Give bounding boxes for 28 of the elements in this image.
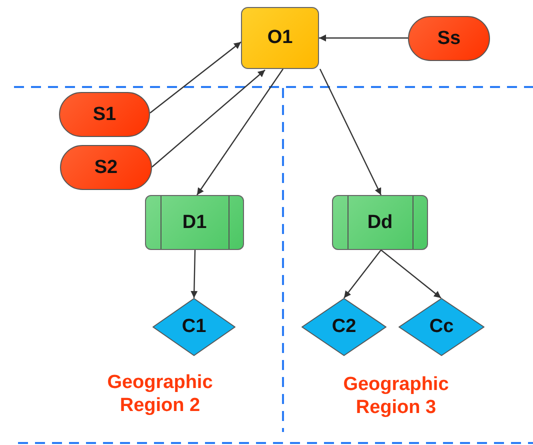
process-box <box>241 7 319 69</box>
arrow <box>319 34 408 42</box>
node-label: C1 <box>182 316 206 338</box>
terminal-pill <box>408 16 490 61</box>
terminal-pill <box>59 92 150 137</box>
node-label: O1 <box>267 27 293 49</box>
decision-diamond <box>301 298 387 356</box>
terminal-pill <box>60 145 152 190</box>
arrow <box>344 250 382 298</box>
node-label: S2 <box>94 156 118 178</box>
node-label: Cc <box>429 316 454 338</box>
region-label: Geographic Region 2 <box>106 372 214 418</box>
decision-diamond <box>398 298 485 356</box>
arrow <box>190 250 198 298</box>
arrow <box>150 42 242 114</box>
arrow <box>319 68 382 196</box>
arrow <box>380 250 442 298</box>
node-label: D1 <box>182 212 207 234</box>
node-label: Ss <box>437 28 461 50</box>
node-label: C2 <box>332 316 356 338</box>
node-label: Dd <box>367 212 393 234</box>
arrow <box>196 68 284 196</box>
node-label: S1 <box>92 104 116 126</box>
region-label: Geographic Region 3 <box>342 374 450 420</box>
predefined-process-box <box>145 195 244 250</box>
arrow <box>152 70 266 168</box>
predefined-process-box <box>332 195 428 250</box>
decision-diamond <box>152 298 236 356</box>
